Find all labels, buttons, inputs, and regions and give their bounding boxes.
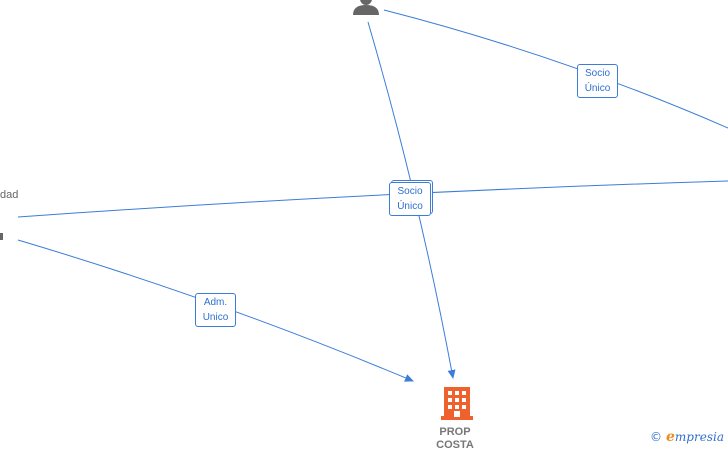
edge-label-line-2: Único	[397, 201, 423, 212]
edge-label-line-1: Socio	[584, 68, 610, 79]
edge-label-line-1: Socio	[397, 186, 423, 197]
edge-label-line-2: Unico	[202, 312, 229, 323]
edge-label-adm-unico[interactable]: Adm. Unico	[195, 293, 236, 327]
left-node-icon[interactable]	[0, 233, 3, 240]
company-node-label[interactable]: PROP COSTA	[420, 426, 490, 450]
person-icon[interactable]	[353, 0, 379, 15]
edge-label-line-2: Único	[584, 83, 611, 94]
edge-label-line-1: Adm.	[203, 297, 228, 308]
building-icon[interactable]	[441, 387, 473, 420]
edge-left-to-right	[17, 180, 728, 218]
edge-label-socio-unico-center[interactable]: Socio Único	[389, 182, 431, 216]
copyright-symbol: ©	[650, 430, 662, 444]
company-name-line-1: PROP	[439, 426, 471, 438]
edge-person-to-right	[383, 9, 728, 129]
edge-label-socio-unico-top[interactable]: Socio Único	[577, 64, 618, 98]
company-name-line-2: COSTA	[436, 439, 474, 450]
brand-initial: e	[666, 429, 675, 445]
empresia-watermark: © empresia	[650, 429, 724, 445]
brand-rest: mpresia	[674, 430, 724, 444]
left-node-label[interactable]: dad	[0, 189, 19, 201]
